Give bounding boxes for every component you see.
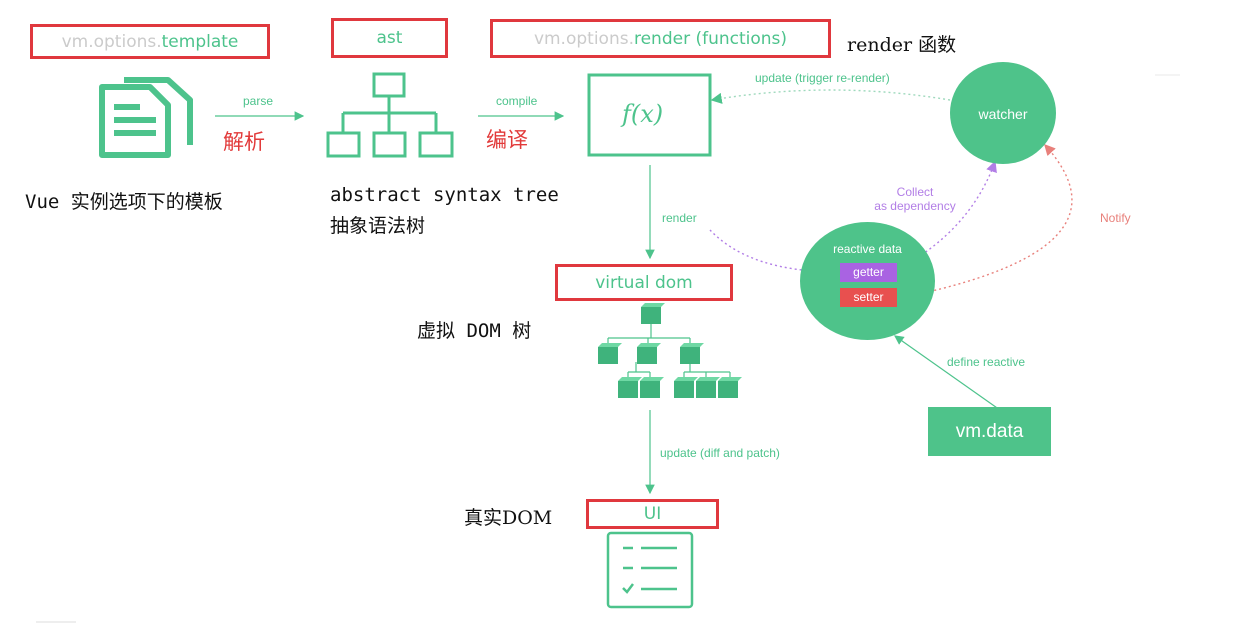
watcher-label: watcher <box>978 106 1028 122</box>
render-label: render (functions) <box>633 28 788 49</box>
vdom-desc: 虚拟 DOM 树 <box>417 320 532 342</box>
render-label-edge: render <box>662 211 697 225</box>
render-fn-annotation: render 函数 <box>847 34 957 56</box>
template-desc: Vue 实例选项下的模板 <box>25 191 223 213</box>
vm-data-node: vm.data <box>928 407 1051 456</box>
collect-label-line2: as dependency <box>874 199 956 213</box>
fx-label: f(x) <box>622 100 664 128</box>
render-function-box <box>587 73 712 157</box>
compile-label: compile <box>496 94 538 108</box>
setter-badge: setter <box>840 288 897 307</box>
define-reactive-label: define reactive <box>947 355 1026 369</box>
watcher-node <box>950 62 1056 164</box>
real-dom-label: 真实DOM <box>464 507 553 529</box>
notify-arrow <box>899 143 1073 299</box>
ast-label: ast <box>376 28 403 48</box>
virtual-dom-label: virtual dom <box>595 272 693 293</box>
parse-label: parse <box>243 94 274 108</box>
render-prefix: vm.options. <box>533 28 634 49</box>
tree-icon <box>326 72 454 158</box>
collect-label: Collect as dependency <box>860 185 970 213</box>
checklist-icon <box>606 531 694 609</box>
define-reactive-arrow <box>894 335 1001 411</box>
reactive-data-label: reactive data <box>833 242 902 256</box>
diff-patch-label: update (diff and patch) <box>660 446 780 460</box>
ui-box: UI <box>586 499 719 529</box>
update-trigger-label: update (trigger re-render) <box>755 71 890 85</box>
update-trigger-arrow <box>710 89 951 104</box>
ast-desc-en: abstract syntax tree <box>330 184 559 206</box>
collect-label-line1: Collect <box>896 185 934 199</box>
compile-cn-label: 编译 <box>486 128 528 152</box>
render-box: vm.options.render (functions) <box>490 19 831 58</box>
template-box: vm.options.template <box>30 24 270 59</box>
vdom-tree-icon <box>598 303 742 398</box>
ast-desc-cn: 抽象语法树 <box>330 215 426 237</box>
render-to-getter-arrow <box>709 229 840 278</box>
parse-cn-label: 解析 <box>223 130 265 154</box>
virtual-dom-box: virtual dom <box>555 264 733 301</box>
template-label: template <box>161 31 239 52</box>
document-icon <box>99 77 193 158</box>
template-prefix: vm.options. <box>61 31 162 52</box>
ui-label: UI <box>643 504 662 524</box>
getter-badge: getter <box>840 263 897 282</box>
notify-label: Notify <box>1100 211 1131 225</box>
ast-box: ast <box>331 18 448 58</box>
